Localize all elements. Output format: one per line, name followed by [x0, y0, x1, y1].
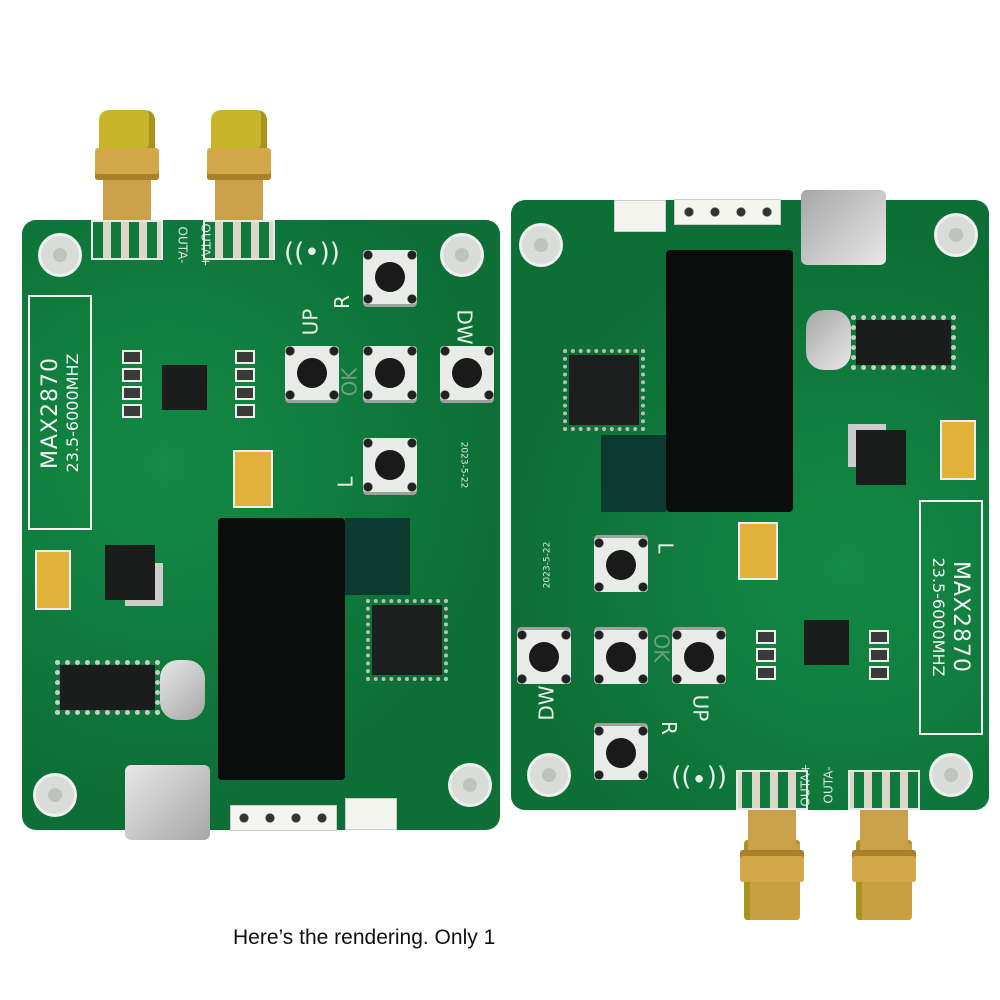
date-label: 2023-5-22 — [542, 541, 553, 589]
resistor — [869, 630, 889, 644]
label-left: L — [653, 542, 678, 554]
oled-glass-tab — [601, 435, 666, 512]
resistor — [122, 404, 142, 418]
label-right: R — [657, 721, 682, 735]
voltage-regulator — [856, 430, 906, 485]
mounting-hole — [33, 773, 77, 817]
label-ok: OK — [649, 633, 674, 663]
button-up[interactable] — [672, 630, 726, 684]
crystal-oscillator — [806, 310, 851, 370]
resistor — [122, 368, 142, 382]
oled-glass-tab — [345, 518, 410, 595]
usb-c-port[interactable] — [125, 765, 210, 840]
out-plus-label: OUTA+ — [198, 223, 213, 267]
pll-chip — [162, 365, 207, 410]
mounting-hole — [929, 753, 973, 797]
freq-range: 23.5-6000MHZ — [929, 558, 948, 677]
tantalum-capacitor — [35, 550, 71, 610]
soic-chip — [851, 315, 956, 370]
usb-c-port[interactable] — [801, 190, 886, 265]
resistor — [235, 350, 255, 364]
wireless-icon: ((•)) — [284, 238, 340, 268]
pin-header — [230, 805, 337, 831]
voltage-regulator — [105, 545, 155, 600]
jst-connector — [345, 798, 397, 830]
tantalum-capacitor — [233, 450, 273, 508]
mounting-hole — [38, 233, 82, 277]
resistor — [235, 404, 255, 418]
label-right: R — [329, 295, 354, 309]
resistor — [869, 648, 889, 662]
label-left: L — [333, 476, 358, 488]
soic-chip — [55, 660, 160, 715]
label-up: UP — [298, 308, 323, 336]
tantalum-capacitor — [738, 522, 778, 580]
chip-label: MAX2870 — [38, 356, 63, 469]
button-right[interactable] — [594, 726, 648, 780]
resistor — [756, 666, 776, 680]
button-left[interactable] — [594, 538, 648, 592]
label-down: DW — [452, 309, 477, 345]
label-ok: OK — [337, 367, 362, 397]
resistor — [756, 648, 776, 662]
mounting-hole — [519, 223, 563, 267]
oled-display — [666, 250, 793, 512]
button-left[interactable] — [360, 435, 420, 495]
button-up[interactable] — [282, 343, 342, 403]
out-plus-label: OUTA+ — [798, 763, 813, 807]
resistor — [122, 350, 142, 364]
chip-label: MAX2870 — [948, 561, 973, 674]
button-ok[interactable] — [360, 343, 420, 403]
pin-header — [674, 199, 781, 225]
mounting-hole — [448, 763, 492, 807]
jst-connector — [614, 200, 666, 232]
wireless-icon: ((•)) — [671, 762, 727, 792]
label-down: DW — [534, 685, 559, 721]
label-up: UP — [688, 694, 713, 722]
button-ok[interactable] — [594, 630, 648, 684]
freq-range: 23.5-6000MHZ — [63, 353, 82, 472]
out-minus-label: OUTA- — [175, 226, 190, 264]
crystal-oscillator — [160, 660, 205, 720]
oled-display — [218, 518, 345, 780]
tantalum-capacitor — [940, 420, 976, 480]
pll-chip — [804, 620, 849, 665]
button-right[interactable] — [360, 247, 420, 307]
resistor — [235, 368, 255, 382]
caption: Here’s the rendering. Only 1 — [233, 926, 496, 949]
out-minus-label: OUTA- — [821, 766, 836, 804]
resistor — [869, 666, 889, 680]
button-down[interactable] — [437, 343, 497, 403]
mounting-hole — [934, 213, 978, 257]
button-down[interactable] — [517, 630, 571, 684]
mounting-hole — [440, 233, 484, 277]
microcontroller-chip — [366, 599, 448, 681]
microcontroller-chip — [563, 349, 645, 431]
resistor — [122, 386, 142, 400]
date-label: 2023-5-22 — [458, 441, 469, 489]
resistor — [756, 630, 776, 644]
resistor — [235, 386, 255, 400]
mounting-hole — [527, 753, 571, 797]
